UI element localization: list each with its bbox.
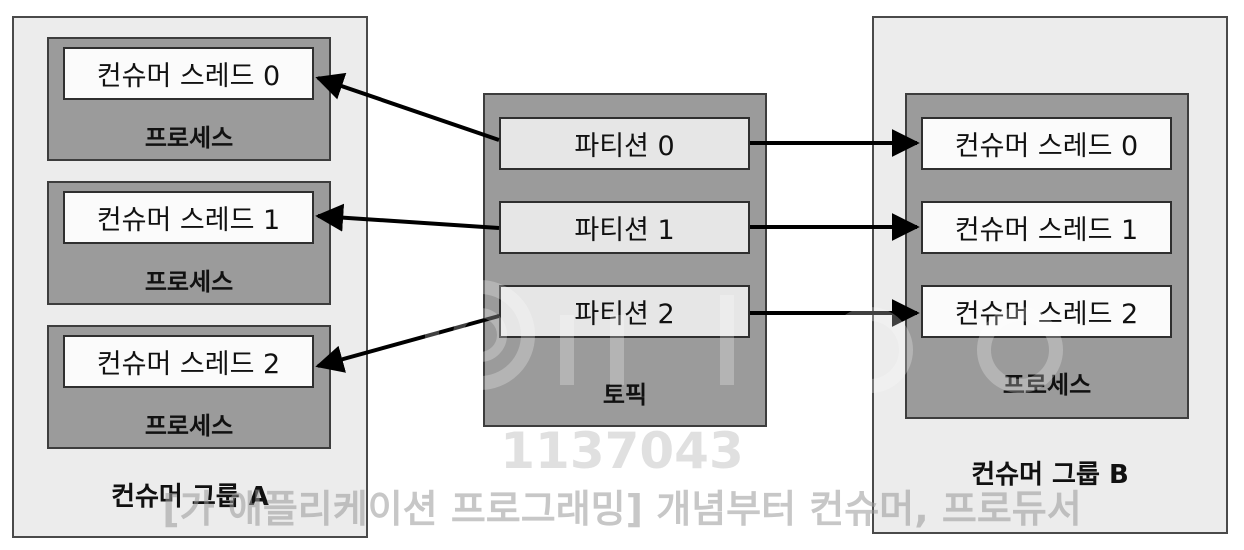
watermark-id: 1137043 [500,422,744,480]
consumer-thread-b0: 컨슈머 스레드 0 [921,117,1172,170]
consumer-thread-b1: 컨슈머 스레드 1 [921,201,1172,254]
process-b-label: 프로세스 [1002,371,1092,399]
consumer-thread-a0: 컨슈머 스레드 0 [63,47,314,100]
consumer-thread-a1: 컨슈머 스레드 1 [63,191,314,244]
watermark-caption: [가 애플리케이션 프로그래밍] 개념부터 컨슈머, 프로듀서 [162,487,1082,531]
partition-1: 파티션 1 [499,201,750,254]
process-a2-label: 프로세스 [144,412,234,440]
process-a0-label: 프로세스 [144,124,234,152]
partition-0: 파티션 0 [499,117,750,170]
process-a1-label: 프로세스 [144,268,234,296]
consumer-thread-a2: 컨슈머 스레드 2 [63,335,314,388]
partition-2: 파티션 2 [499,285,750,338]
watermark-logo [425,280,1063,393]
topic-label: 토픽 [602,381,648,409]
consumer-thread-b2: 컨슈머 스레드 2 [921,285,1172,338]
consumer-group-b-label: 컨슈머 그룹 B [971,460,1129,490]
consumer-group-a-label: 컨슈머 그룹 A [111,482,269,512]
